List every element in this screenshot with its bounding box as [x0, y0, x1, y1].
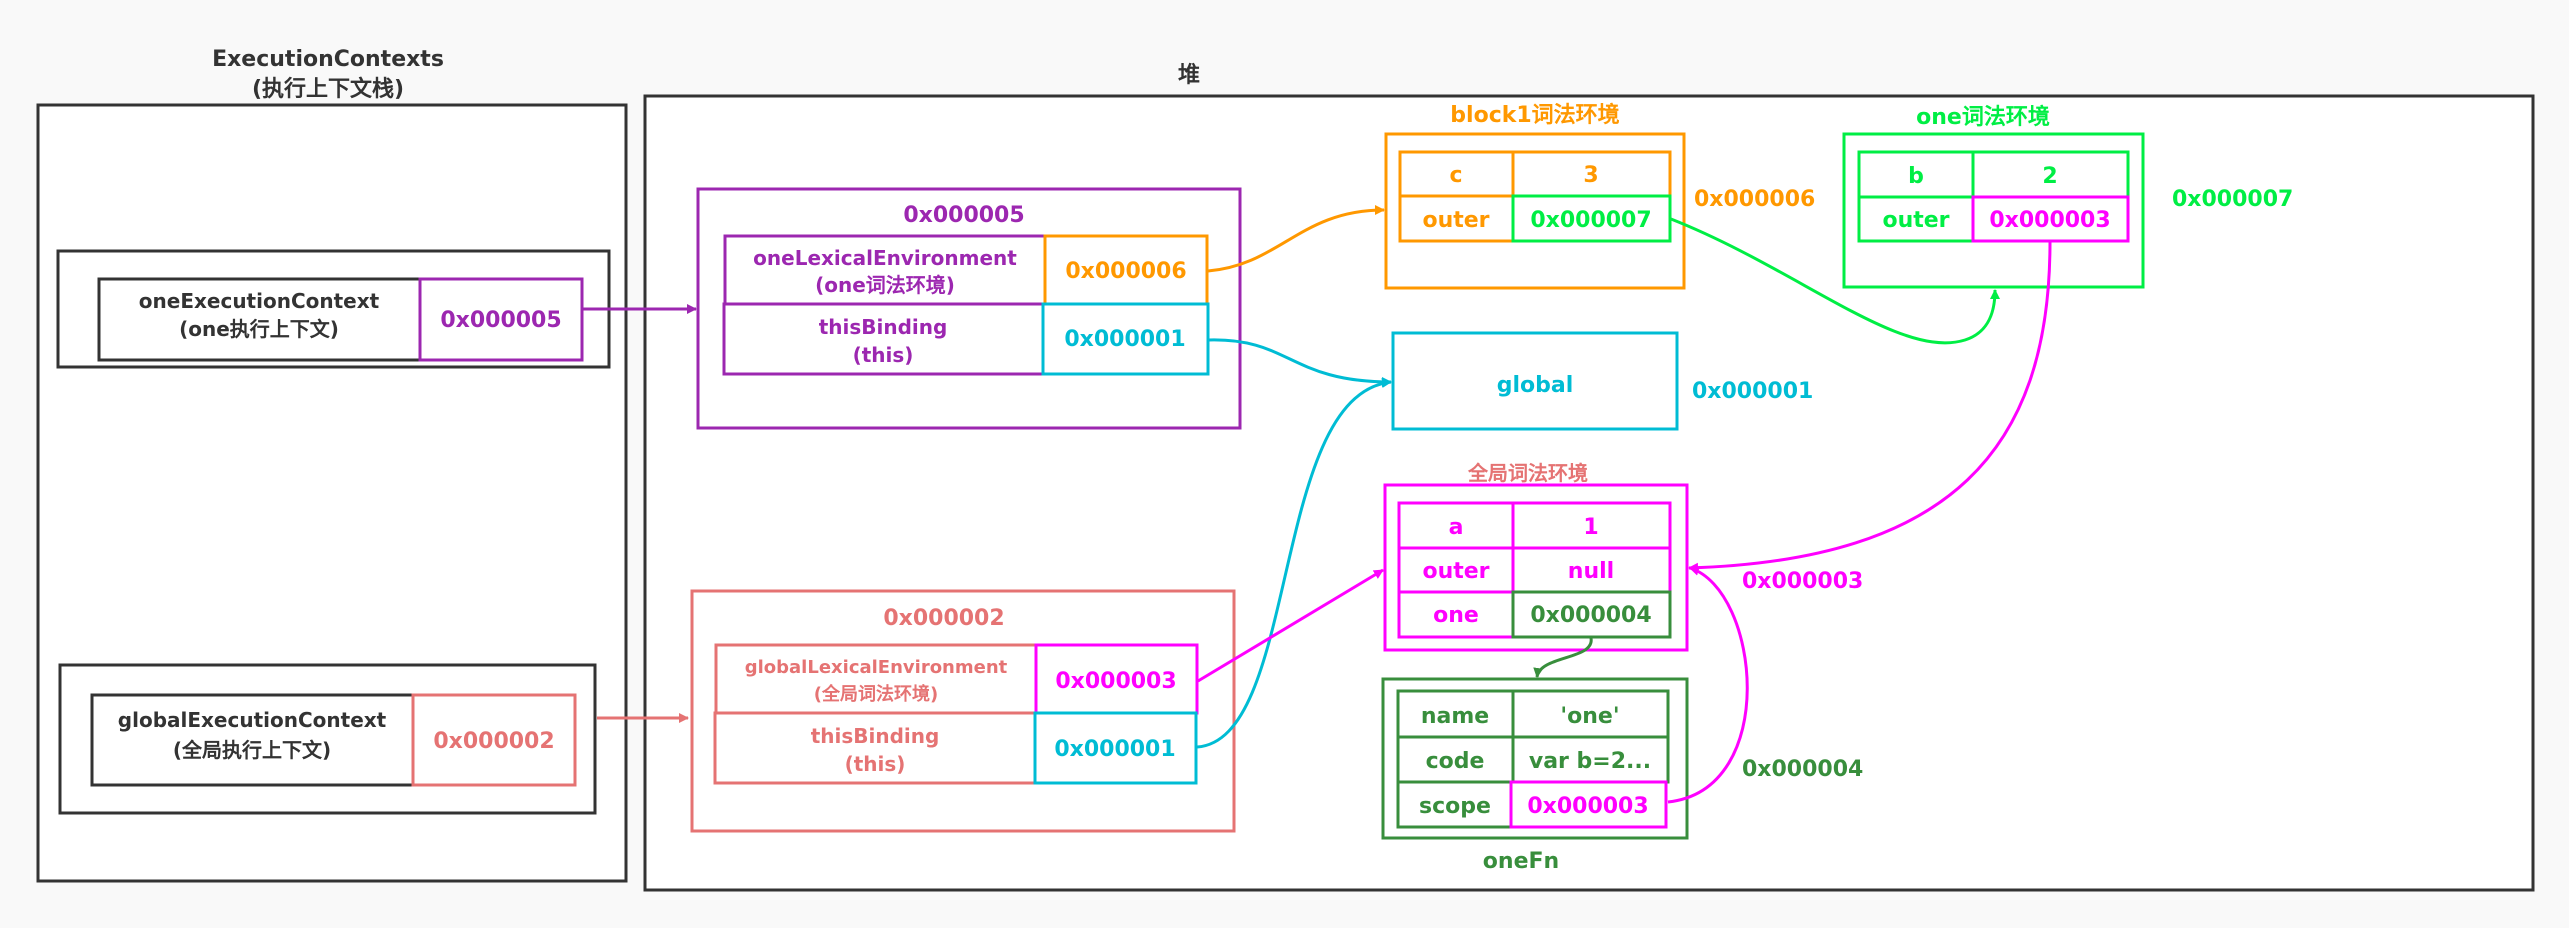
arrow-one-env-outer-to-global-env [1688, 241, 2052, 573]
one-context-subname: (one执行上下文) [179, 317, 339, 341]
one-this-value-cell [1041, 302, 1210, 376]
arrow-one-fn-scope-to-global-env [1667, 565, 1749, 804]
block1-value-outer: 0x000007 [1530, 208, 1651, 233]
one-context-record-address: 0x000005 [903, 203, 1024, 228]
global-object-address: 0x000001 [1692, 379, 1813, 404]
global-lexenv-key: globalLexicalEnvironment [745, 657, 1008, 678]
global-this-key-cell [713, 711, 1037, 785]
one-lexenv-value: 0x000006 [1065, 259, 1186, 284]
global-env-value-one: 0x000004 [1530, 603, 1651, 628]
one-lexical-environment[interactable]: one词法环境 b 2 outer 0x000003 0x000007 [1842, 104, 2293, 289]
one-this-key-cell [722, 302, 1045, 376]
global-object-label: global [1497, 373, 1574, 398]
one-this-key: thisBinding [819, 315, 948, 339]
heap: 堆 0x000005 oneLexicalEnvironment (one词法环… [643, 63, 2535, 892]
global-context-record[interactable]: 0x000002 globalLexicalEnvironment (全局词法环… [690, 589, 1236, 833]
execution-context-stack: ExecutionContexts (执行上下文栈) oneExecutionC… [36, 47, 628, 883]
one-fn-key-cell [1396, 735, 1515, 784]
arrow-block1-outer-to-one-env [1670, 217, 2000, 345]
one-context-label-cell [97, 277, 422, 362]
global-lexical-environment[interactable]: 全局词法环境 a 1 outer null one 0x000004 0x000… [1383, 461, 1863, 652]
global-env-key-a: a [1449, 515, 1464, 540]
one-lexenv-value-cell [1043, 234, 1209, 306]
global-lexenv-value: 0x000003 [1055, 669, 1176, 694]
one-fn-title: oneFn [1483, 849, 1559, 874]
global-context-name: globalExecutionContext [118, 708, 387, 732]
block1-value-cell [1511, 194, 1672, 243]
global-object[interactable]: global 0x000001 [1391, 331, 1813, 431]
global-context-address-cell [411, 693, 577, 787]
global-env-value-outer: null [1568, 559, 1614, 584]
global-context-subname: (全局执行上下文) [173, 738, 331, 762]
one-context-address-cell [418, 277, 584, 362]
global-env-value-cell [1511, 590, 1672, 639]
global-this-key: thisBinding [811, 724, 940, 748]
global-execution-context[interactable]: globalExecutionContext (全局执行上下文) 0x00000… [58, 663, 597, 815]
global-env-value-a: 1 [1583, 515, 1598, 540]
one-this-key-sub: (this) [853, 343, 914, 367]
one-fn-value-code: var b=2... [1529, 749, 1651, 774]
global-context-address: 0x000002 [433, 729, 554, 754]
one-lexenv-key-sub: (one词法环境) [815, 273, 955, 297]
one-lexenv-key: oneLexicalEnvironment [753, 246, 1017, 270]
global-object-box [1391, 331, 1679, 431]
arrow-global-this-to-global [1196, 378, 1392, 749]
one-fn-key-cell [1396, 689, 1515, 739]
one-fn-key-code: code [1426, 749, 1485, 774]
one-env-key-b: b [1908, 164, 1924, 189]
global-context-label-cell [90, 693, 415, 787]
one-fn-object[interactable]: name 'one' code var b=2... scope 0x00000… [1381, 677, 1863, 874]
one-context-record[interactable]: 0x000005 oneLexicalEnvironment (one词法环境)… [696, 187, 1242, 430]
global-context-record-address: 0x000002 [883, 606, 1004, 631]
block1-lexical-environment[interactable]: block1词法环境 c 3 outer 0x000007 0x000006 [1384, 102, 1815, 290]
heap-title: 堆 [1178, 63, 1200, 88]
one-execution-context[interactable]: oneExecutionContext (one执行上下文) 0x000005 [56, 249, 611, 369]
one-fn-value-name: 'one' [1560, 704, 1619, 729]
global-lexenv-key-sub: (全局词法环境) [814, 683, 938, 705]
one-fn-key-scope: scope [1419, 794, 1491, 819]
block1-value-c: 3 [1583, 163, 1598, 188]
arrow-global-lexenv-to-global-env [1197, 568, 1384, 683]
one-fn-address: 0x000004 [1742, 757, 1863, 782]
one-env-key-cell [1857, 150, 1975, 199]
global-this-key-sub: (this) [845, 752, 906, 776]
block1-env-address: 0x000006 [1694, 187, 1815, 212]
block1-env-title: block1词法环境 [1450, 102, 1619, 128]
global-this-value: 0x000001 [1054, 737, 1175, 762]
one-fn-value-cell [1511, 735, 1670, 784]
one-env-title: one词法环境 [1916, 104, 2050, 130]
block1-key-cell [1398, 194, 1515, 243]
block1-value-cell [1511, 150, 1672, 198]
stack-title: ExecutionContexts [212, 47, 444, 72]
block1-key-outer: outer [1422, 208, 1489, 233]
one-env-address: 0x000007 [2172, 187, 2293, 212]
global-env-title: 全局词法环境 [1467, 461, 1588, 485]
one-env-value-b: 2 [2042, 164, 2057, 189]
global-this-value-cell [1033, 711, 1198, 785]
one-env-value-cell [1971, 150, 2130, 199]
global-env-value-cell [1511, 501, 1672, 550]
one-env-key-outer: outer [1882, 208, 1949, 233]
arrow-global-env-one-to-fn [1533, 637, 1593, 678]
one-context-address: 0x000005 [440, 308, 561, 333]
one-lexenv-key-cell [723, 234, 1047, 306]
one-fn-key-name: name [1421, 704, 1489, 729]
global-env-address: 0x000003 [1742, 569, 1863, 594]
one-fn-value-cell [1509, 780, 1668, 829]
arrows [583, 205, 2052, 804]
one-this-value: 0x000001 [1064, 327, 1185, 352]
global-env-key-one: one [1433, 603, 1479, 628]
one-fn-value-scope: 0x000003 [1527, 794, 1648, 819]
one-env-value-outer: 0x000003 [1989, 208, 2110, 233]
global-lexenv-value-cell [1034, 643, 1199, 715]
arrow-one-this-to-global [1208, 338, 1392, 387]
global-env-key-outer: outer [1422, 559, 1489, 584]
one-context-name: oneExecutionContext [139, 289, 380, 313]
one-fn-value-cell [1511, 689, 1670, 739]
stack-subtitle: (执行上下文栈) [252, 76, 404, 102]
one-env-value-cell [1971, 195, 2130, 243]
global-env-key-cell [1397, 590, 1515, 639]
block1-key-c: c [1449, 163, 1462, 188]
arrow-one-lexenv-to-block1 [1207, 205, 1385, 273]
